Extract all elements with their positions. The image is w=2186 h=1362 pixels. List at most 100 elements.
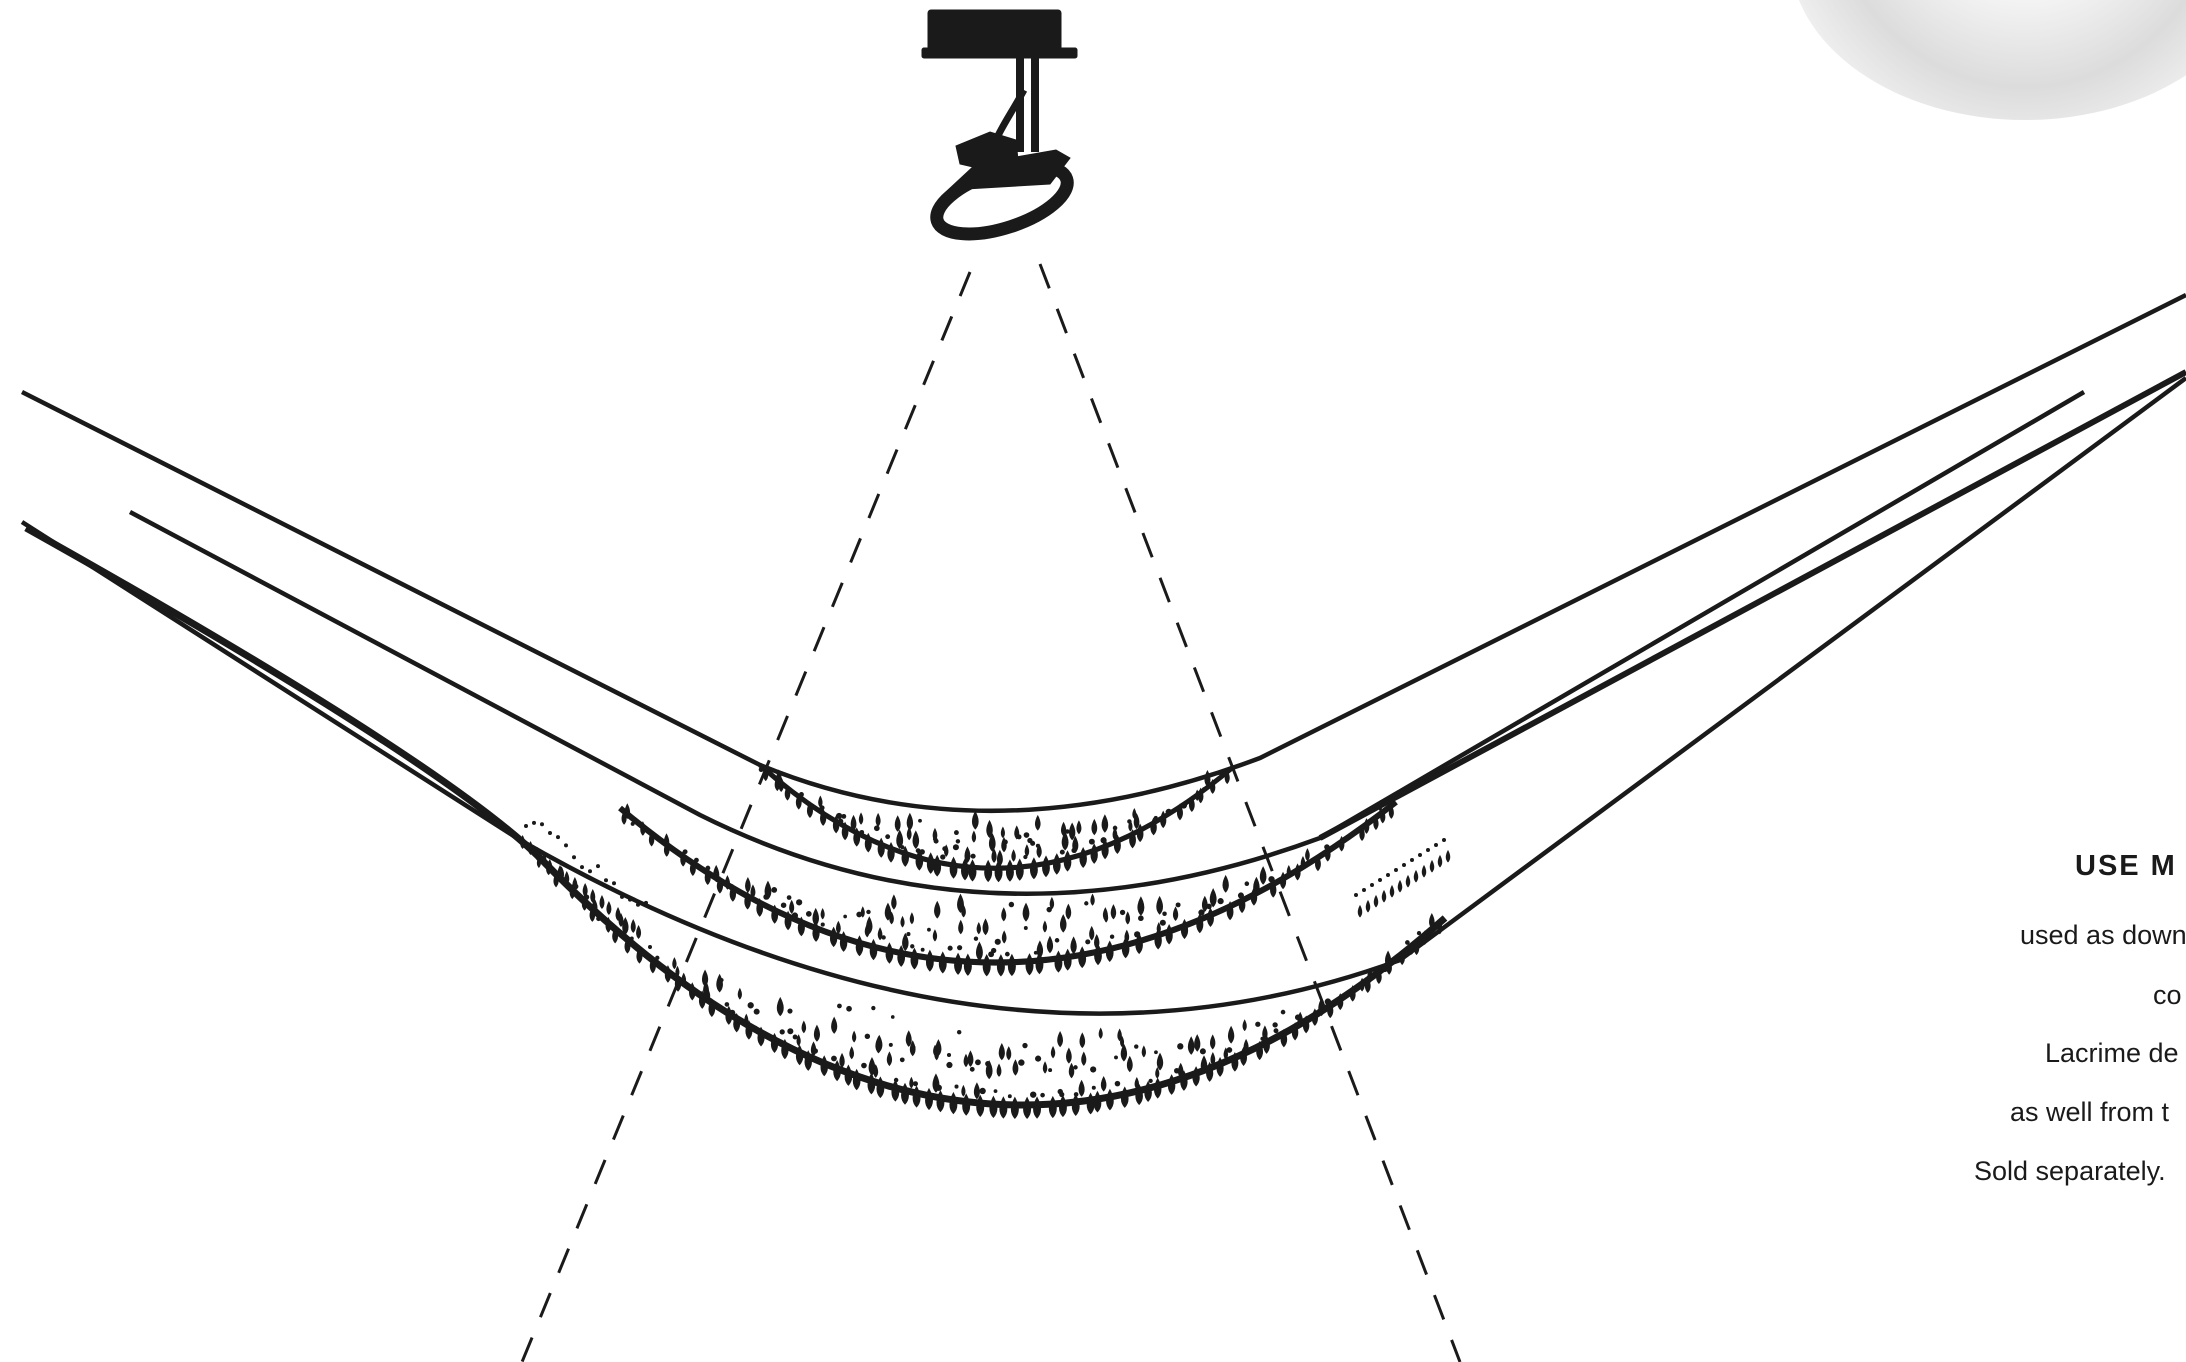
droplet-dot — [612, 881, 616, 886]
droplet — [1422, 930, 1428, 945]
droplet — [1413, 940, 1420, 956]
droplet-dot — [1154, 1050, 1158, 1055]
droplet — [1155, 1066, 1160, 1079]
droplet — [1035, 951, 1044, 975]
droplet-dot — [866, 909, 871, 915]
droplet — [1197, 787, 1204, 804]
droplet-dot — [644, 900, 648, 905]
droplet-dot — [540, 822, 544, 827]
droplet-dot — [604, 878, 608, 883]
droplet — [776, 996, 784, 1017]
droplet — [784, 784, 791, 801]
droplet-dot — [890, 1015, 895, 1019]
droplet-dot — [1046, 906, 1052, 913]
droplet — [1216, 1056, 1224, 1077]
droplet — [1224, 769, 1230, 785]
droplet-dot — [1162, 911, 1167, 916]
droplet — [925, 949, 934, 972]
droplet-dot — [881, 935, 886, 940]
droplet-dot — [1370, 883, 1374, 887]
droplet — [1079, 1032, 1086, 1049]
droplet — [934, 900, 941, 919]
droplet — [1042, 855, 1050, 878]
droplet — [901, 1082, 909, 1105]
droplet — [967, 1050, 974, 1067]
droplet — [757, 1026, 765, 1047]
droplet-dot — [758, 767, 764, 773]
droplet-dot — [1153, 815, 1158, 820]
droplet-dot — [1345, 835, 1350, 840]
droplet-dot — [724, 1002, 730, 1007]
droplet — [1068, 822, 1076, 841]
droplet — [885, 942, 894, 964]
droplet-dot — [1199, 1048, 1206, 1055]
droplet-dot — [1023, 926, 1028, 930]
droplet-dot — [771, 886, 778, 893]
droplet-dot — [682, 849, 688, 855]
droplet — [1187, 1036, 1195, 1055]
droplet — [1094, 934, 1100, 950]
droplet — [852, 1030, 857, 1043]
droplet — [866, 916, 873, 935]
droplet — [1007, 953, 1016, 977]
droplet — [897, 945, 906, 967]
droplet — [612, 927, 619, 944]
droplet — [1180, 918, 1189, 940]
droplet — [1125, 911, 1131, 925]
droplet — [1049, 896, 1055, 910]
droplet — [698, 990, 706, 1009]
droplet-dot — [1175, 902, 1181, 908]
droplet — [1153, 1077, 1162, 1099]
droplet-dot — [1109, 934, 1115, 939]
droplet — [1300, 856, 1306, 869]
droplet-dot — [831, 1055, 837, 1062]
droplet-dot — [556, 835, 560, 840]
droplet — [996, 954, 1005, 977]
droplet — [605, 916, 612, 933]
droplet-dot — [1410, 858, 1414, 862]
droplet — [905, 1030, 912, 1047]
droplet — [982, 918, 989, 936]
droplet — [958, 919, 964, 935]
droplet-dot — [1216, 770, 1222, 775]
droplet — [968, 859, 977, 882]
droplet-dot — [1206, 903, 1212, 910]
droplet — [1036, 940, 1044, 959]
droplet — [962, 1093, 971, 1116]
droplet — [986, 819, 993, 839]
droplet-dot — [900, 845, 905, 850]
droplet — [1057, 1031, 1063, 1048]
droplet — [864, 832, 872, 853]
droplet-dot — [747, 1002, 754, 1009]
droplet — [1381, 889, 1387, 903]
droplet-dot — [979, 1087, 986, 1095]
droplet-dot — [1059, 849, 1065, 855]
droplet — [701, 969, 709, 987]
droplet — [1079, 847, 1087, 868]
droplet — [1437, 854, 1443, 868]
droplet-dot — [596, 864, 600, 869]
droplet — [681, 972, 687, 986]
droplet — [1196, 913, 1204, 934]
droplet-dot — [856, 911, 863, 918]
droplet — [829, 926, 838, 948]
droplet-dot — [837, 818, 844, 825]
droplet — [1052, 853, 1061, 875]
droplet-dot — [912, 1081, 919, 1087]
droplet — [1033, 1096, 1042, 1119]
droplet — [622, 917, 629, 935]
droplet-dot — [1416, 930, 1422, 936]
description-line-3: Lacrime de — [2045, 1038, 2179, 1068]
droplet — [1101, 814, 1109, 833]
droplet — [1078, 1079, 1085, 1097]
droplet — [1226, 901, 1234, 921]
droplet-dot — [1418, 853, 1422, 857]
droplet — [745, 877, 751, 893]
droplet — [1367, 967, 1373, 983]
droplet — [680, 850, 687, 867]
droplet — [850, 814, 857, 832]
droplet-dot — [1426, 848, 1430, 852]
droplet — [961, 1084, 966, 1097]
droplet-dot — [932, 836, 938, 842]
droplet-dot — [572, 855, 576, 860]
